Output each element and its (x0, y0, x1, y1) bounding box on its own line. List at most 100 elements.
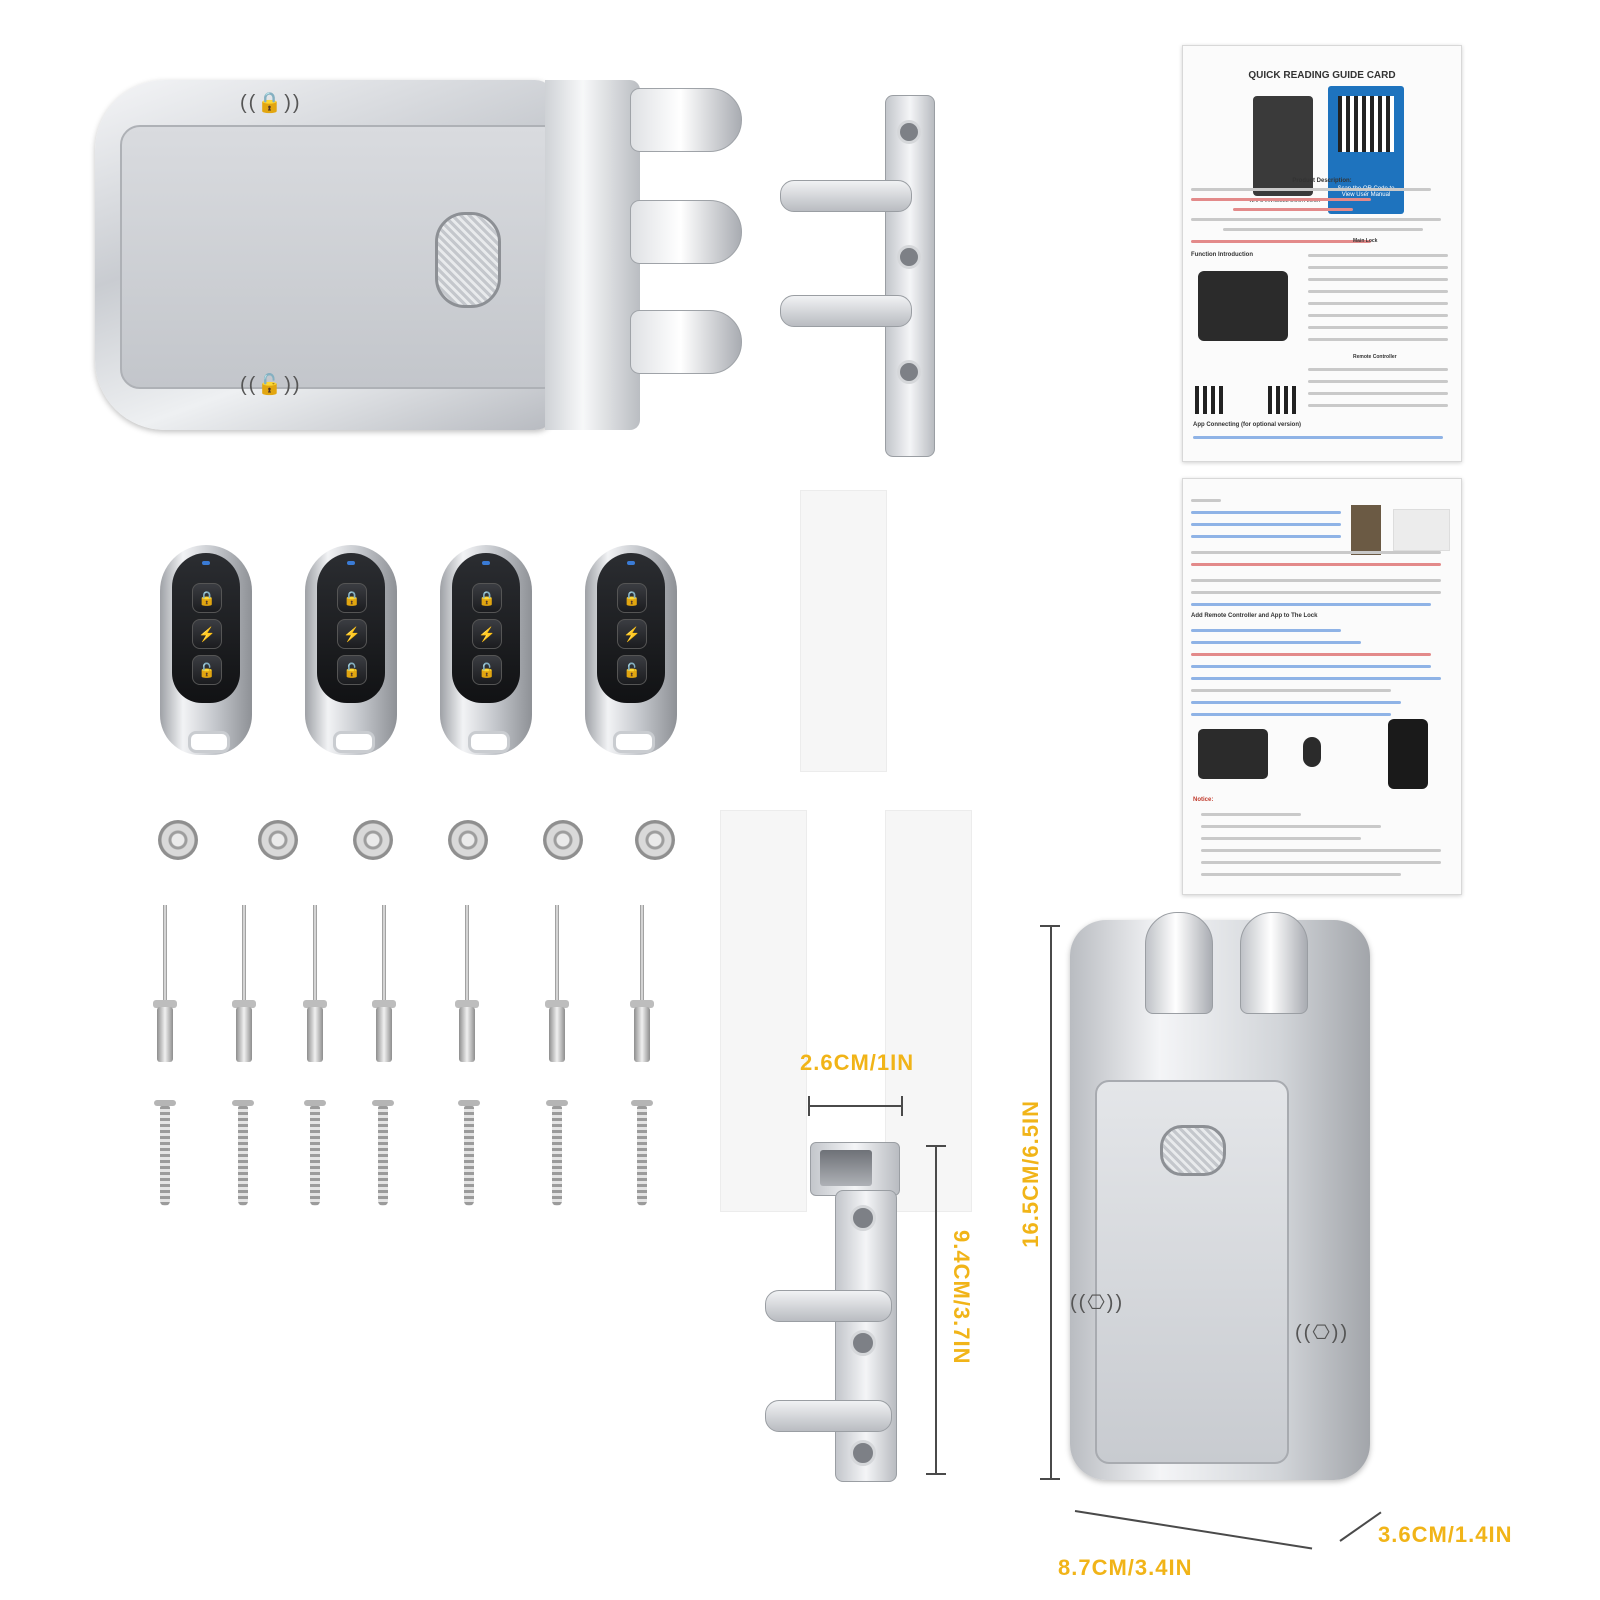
screw (546, 1100, 568, 1210)
dimension-tick (926, 1473, 946, 1475)
bolt-icon: ⚡ (192, 619, 222, 649)
screw-thread (238, 1106, 248, 1206)
washer (158, 820, 198, 860)
strike-height-label: 9.4CM/3.7IN (949, 1230, 974, 1365)
screw-head (458, 1100, 480, 1106)
dimension-tick (901, 1096, 903, 1116)
rivet-head (153, 1000, 177, 1008)
text-line (1191, 665, 1431, 668)
dimension-line (1050, 925, 1052, 1480)
rivet-body (236, 1007, 252, 1062)
text-line (1201, 861, 1441, 864)
text-line (1233, 208, 1353, 211)
screw-head (631, 1100, 653, 1106)
strike-width-label: 2.6CM/1IN (800, 1050, 915, 1075)
text-line (1191, 603, 1431, 606)
unlock-icon: 🔓 (472, 655, 502, 685)
rivet (303, 905, 327, 1065)
text-line (1193, 436, 1443, 439)
phone-diagram (1388, 719, 1428, 789)
text-line (1191, 579, 1441, 582)
strike-plate-tab (780, 180, 912, 212)
function-introduction-heading: Function Introduction (1191, 252, 1253, 258)
speaker-grille (435, 212, 501, 308)
screw-hole (850, 1440, 876, 1466)
text-line (1191, 551, 1441, 554)
text-line (1191, 677, 1441, 680)
screw-hole (897, 245, 921, 269)
text-line (1308, 404, 1448, 407)
rivet-pin (640, 905, 644, 1010)
text-line (1191, 629, 1341, 632)
rivet (455, 905, 479, 1065)
magnet (820, 1150, 872, 1186)
instruction-card: Add Remote Controller and App to The Loc… (1182, 478, 1462, 895)
qr-panel: Scan the QR Code to View User Manual (1328, 86, 1404, 214)
unlock-icon: 🔓 (337, 655, 367, 685)
text-line (1191, 499, 1221, 502)
rivet (372, 905, 396, 1065)
product-description-heading: Product Description: (1292, 178, 1352, 184)
lock-bolt-knuckle (1240, 912, 1308, 1014)
keyring-loop (613, 731, 655, 753)
rivet (545, 905, 569, 1065)
function-diagram (1198, 271, 1288, 341)
notice-heading: Notice: (1193, 797, 1214, 803)
bolt-icon: ⚡ (337, 619, 367, 649)
dimension-line (935, 1145, 937, 1475)
washer (258, 820, 298, 860)
rivet (232, 905, 256, 1065)
text-line (1201, 849, 1441, 852)
dimension-tick (926, 1145, 946, 1147)
bolt-icon: ⚡ (472, 619, 502, 649)
screw-thread (378, 1106, 388, 1206)
rivet-pin (163, 905, 167, 1010)
remote-face: 🔒 ⚡ 🔓 (172, 553, 240, 703)
add-remote-heading: Add Remote Controller and App to The Loc… (1191, 613, 1318, 619)
text-line (1308, 380, 1448, 383)
rivet-body (459, 1007, 475, 1062)
screw-thread (160, 1106, 170, 1206)
rivet-pin (242, 905, 246, 1010)
screw (372, 1100, 394, 1210)
screw (232, 1100, 254, 1210)
keyring-loop (188, 731, 230, 753)
rivet-body (549, 1007, 565, 1062)
rfid-unlock-icon: ((⎔)) (1295, 1322, 1350, 1344)
remote-controller-heading: Remote Controller (1353, 354, 1397, 360)
adapter-photo (1351, 505, 1381, 555)
text-line (1308, 254, 1448, 257)
rivet-body (307, 1007, 323, 1062)
dimension-tick (1040, 1478, 1060, 1480)
text-line (1191, 653, 1431, 656)
rivet-pin (313, 905, 317, 1010)
lock-bolt-knuckle (630, 200, 742, 264)
screw (631, 1100, 653, 1210)
strike-plate-tab (765, 1290, 892, 1322)
washer (353, 820, 393, 860)
washer (543, 820, 583, 860)
text-line (1308, 392, 1448, 395)
screw-head (304, 1100, 326, 1106)
screw-thread (464, 1106, 474, 1206)
screw-thread (637, 1106, 647, 1206)
dimension-line (808, 1105, 903, 1107)
rivet-head (545, 1000, 569, 1008)
lock-bolt-knuckle (630, 310, 742, 374)
screw-hole (850, 1205, 876, 1231)
keyring-loop (468, 731, 510, 753)
screw-head (546, 1100, 568, 1106)
rivet (153, 905, 177, 1065)
adhesive-tape-strip (800, 490, 887, 772)
lock-icon: 🔒 (617, 583, 647, 613)
led-indicator (202, 561, 210, 565)
lock-diagram (1198, 729, 1268, 779)
rivet-head (630, 1000, 654, 1008)
text-line (1191, 641, 1361, 644)
text-line (1308, 302, 1448, 305)
lock-width-label: 8.7CM/3.4IN (1058, 1555, 1193, 1580)
text-line (1201, 813, 1301, 816)
remote-diagram (1303, 737, 1321, 767)
text-line (1223, 228, 1423, 231)
rfid-lock-icon: ((🔒)) (240, 92, 302, 114)
